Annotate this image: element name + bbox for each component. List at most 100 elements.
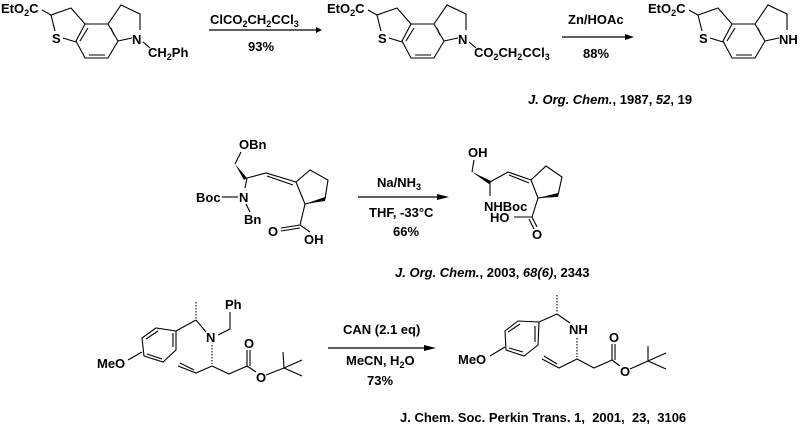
r2-sm-bn-label: Bn: [244, 212, 261, 227]
r3-reagent: CAN (2.1 eq): [343, 322, 420, 337]
r3-yield: 73%: [367, 373, 393, 388]
r2-prod-oh-label: OH: [468, 145, 488, 160]
r2-sm-alkene-double: [266, 175, 294, 186]
r2-sm-cyclopentane: [295, 169, 329, 205]
r1-prod-s-bond: [697, 14, 703, 32]
r2-sm-wedge-bond: [235, 164, 247, 180]
r3-sm-vinyl: [177, 365, 213, 374]
r1-prod-ester-label: EtO2C: [648, 1, 686, 18]
r3-prod-tbutyl: [629, 346, 667, 370]
r1-ref-journal: J. Org. Chem.: [528, 92, 613, 107]
r1-int-n-substituent: CO2CH2CCl3: [474, 45, 550, 62]
r1-sm-sulfur-label: S: [52, 31, 61, 46]
r2-arrow-head: [437, 194, 449, 200]
r2-reference: J. Org. Chem., 2003, 68(6), 2343: [395, 265, 589, 280]
r2-ref-year: 2003: [487, 265, 516, 280]
r1-step1-yield: 93%: [248, 39, 274, 54]
r1-ref-page: 19: [678, 92, 692, 107]
r3-sm-tbutyl: [265, 351, 303, 377]
r2-sm-obn-label: OBn: [239, 137, 267, 152]
r1-step2-yield: 88%: [583, 46, 609, 61]
r2-sm-co-double: [280, 224, 301, 232]
r2-arrow: Na/NH3 THF, -33°C 66%: [358, 175, 449, 239]
r2-ref-journal: J. Org. Chem.: [395, 265, 480, 280]
r3-prod-aryl-double: [507, 323, 536, 353]
r3-sm-aryl-ring: [141, 327, 177, 363]
r3-prod-ester-o-label: O: [620, 364, 630, 379]
r3-prod-nh-label: NH: [569, 322, 588, 337]
r1-int-n-bond: [443, 37, 459, 42]
r2-prod-o-ch2-bond: [471, 159, 475, 173]
r2-ref-volume: 68(6): [523, 265, 553, 280]
r2-prod-ho-label: HO: [490, 210, 510, 225]
r1-sm-n-bond: [117, 37, 133, 42]
r2-prod-ring-wedge: [538, 193, 558, 198]
r2-starting-material: OBn Boc N Bn O OH: [196, 137, 329, 247]
r3-prod-meo-label: MeO: [458, 352, 486, 367]
r3-product: NH MeO O O: [458, 295, 667, 379]
r1-prod-pyrrolidine: [754, 4, 788, 30]
r3-sm-ph-label: Ph: [225, 297, 242, 312]
r3-solvent: MeCN, H2O: [346, 353, 415, 370]
r3-sm-ester-bond: [246, 365, 257, 373]
r1-step2-reagent: Zn/HOAc: [568, 12, 624, 27]
r3-sm-n-label: N: [206, 330, 215, 345]
r3-prod-ch-n-bond: [556, 313, 571, 324]
r3-sm-ester-o-label: O: [256, 370, 266, 385]
r3-sm-carbonyl-o-label: O: [244, 336, 254, 351]
r1-int-sulfur-label: S: [378, 31, 387, 46]
r1-starting-material: EtO2C S N CH2Ph: [1, 1, 188, 62]
r1-sm-pyrrolidine: [107, 4, 141, 30]
r1-reference: J. Org. Chem., 1987, 52, 19: [528, 92, 692, 107]
r2-prod-wedge-bond: [472, 172, 491, 184]
r3-prod-aryl-ring: [504, 320, 540, 357]
r2-ref-page: 2343: [561, 265, 590, 280]
r3-sm-aryl-double: [145, 330, 174, 360]
r2-prod-co-double: [528, 216, 538, 230]
r2-prod-chain: [489, 171, 532, 183]
r1-prod-nh-label: NH: [779, 32, 798, 47]
r3-arrow-head: [424, 345, 436, 351]
r1-int-carbamate-bond: [468, 41, 477, 49]
r3-prod-carbonyl-o-label: O: [609, 330, 619, 345]
r1-sm-ester-label: EtO2C: [1, 1, 39, 18]
r3-prod-chain: [576, 344, 613, 369]
r3-prod-meo-bond: [489, 346, 506, 357]
r1-sm-bn-bond: [142, 41, 151, 49]
r2-sm-c-oh-bond: [299, 224, 311, 233]
r2-yield: 66%: [393, 224, 419, 239]
r3-prod-aryl-bond: [538, 313, 558, 323]
r1-sm-nitrogen-label: N: [132, 32, 141, 47]
r1-arrow-1-head: [316, 27, 322, 33]
r1-sm-s-ring-bond: [62, 37, 77, 43]
r1-ref-year: 1987: [620, 92, 649, 107]
r3-sm-meo-label: MeO: [97, 356, 125, 371]
r3-reference: J. Chem. Soc. Perkin Trans. 1, 2001, 23,…: [400, 410, 686, 425]
r1-sm-n-substituent: CH2Ph: [148, 45, 188, 62]
r1-int-nitrogen-label: N: [458, 32, 467, 47]
r1-ref-volume: 52: [656, 92, 671, 107]
r2-prod-nhboc-label: NHBoc: [484, 199, 527, 214]
r1-sm-s-bond: [50, 14, 56, 32]
r2-product: OH NHBoc HO O: [468, 145, 563, 242]
r3-sm-aryl-bond: [175, 319, 197, 332]
r1-int-ester-bonds: [367, 7, 412, 25]
r3-sm-vinyl-double: [179, 362, 195, 371]
r3-prod-vinyl-double: [543, 355, 558, 365]
r3-sm-meo-bond: [127, 351, 143, 361]
r2-prod-cyclopentane: [530, 165, 563, 199]
r2-sm-c-n-bond: [244, 177, 248, 189]
r2-sm-n-label: N: [239, 190, 248, 205]
r2-solvent: THF, -33°C: [369, 205, 434, 220]
r1-prod-n-bond: [764, 37, 780, 42]
r3-prod-ester-bond: [611, 359, 621, 367]
r3-sm-ch-n-bond: [195, 319, 207, 333]
r2-sm-n-bn-bond: [245, 203, 251, 213]
r1-prod-s-ring-bond: [709, 37, 724, 43]
r2-sm-oh-label: OH: [304, 232, 324, 247]
r2-sm-ring-wedge: [305, 197, 325, 204]
r2-sm-boc-label: Boc: [196, 190, 221, 205]
r2-prod-carbonyl-o-label: O: [532, 227, 542, 242]
r1-int-s-bond: [376, 14, 382, 32]
r1-prod-ester-bonds: [688, 7, 733, 25]
